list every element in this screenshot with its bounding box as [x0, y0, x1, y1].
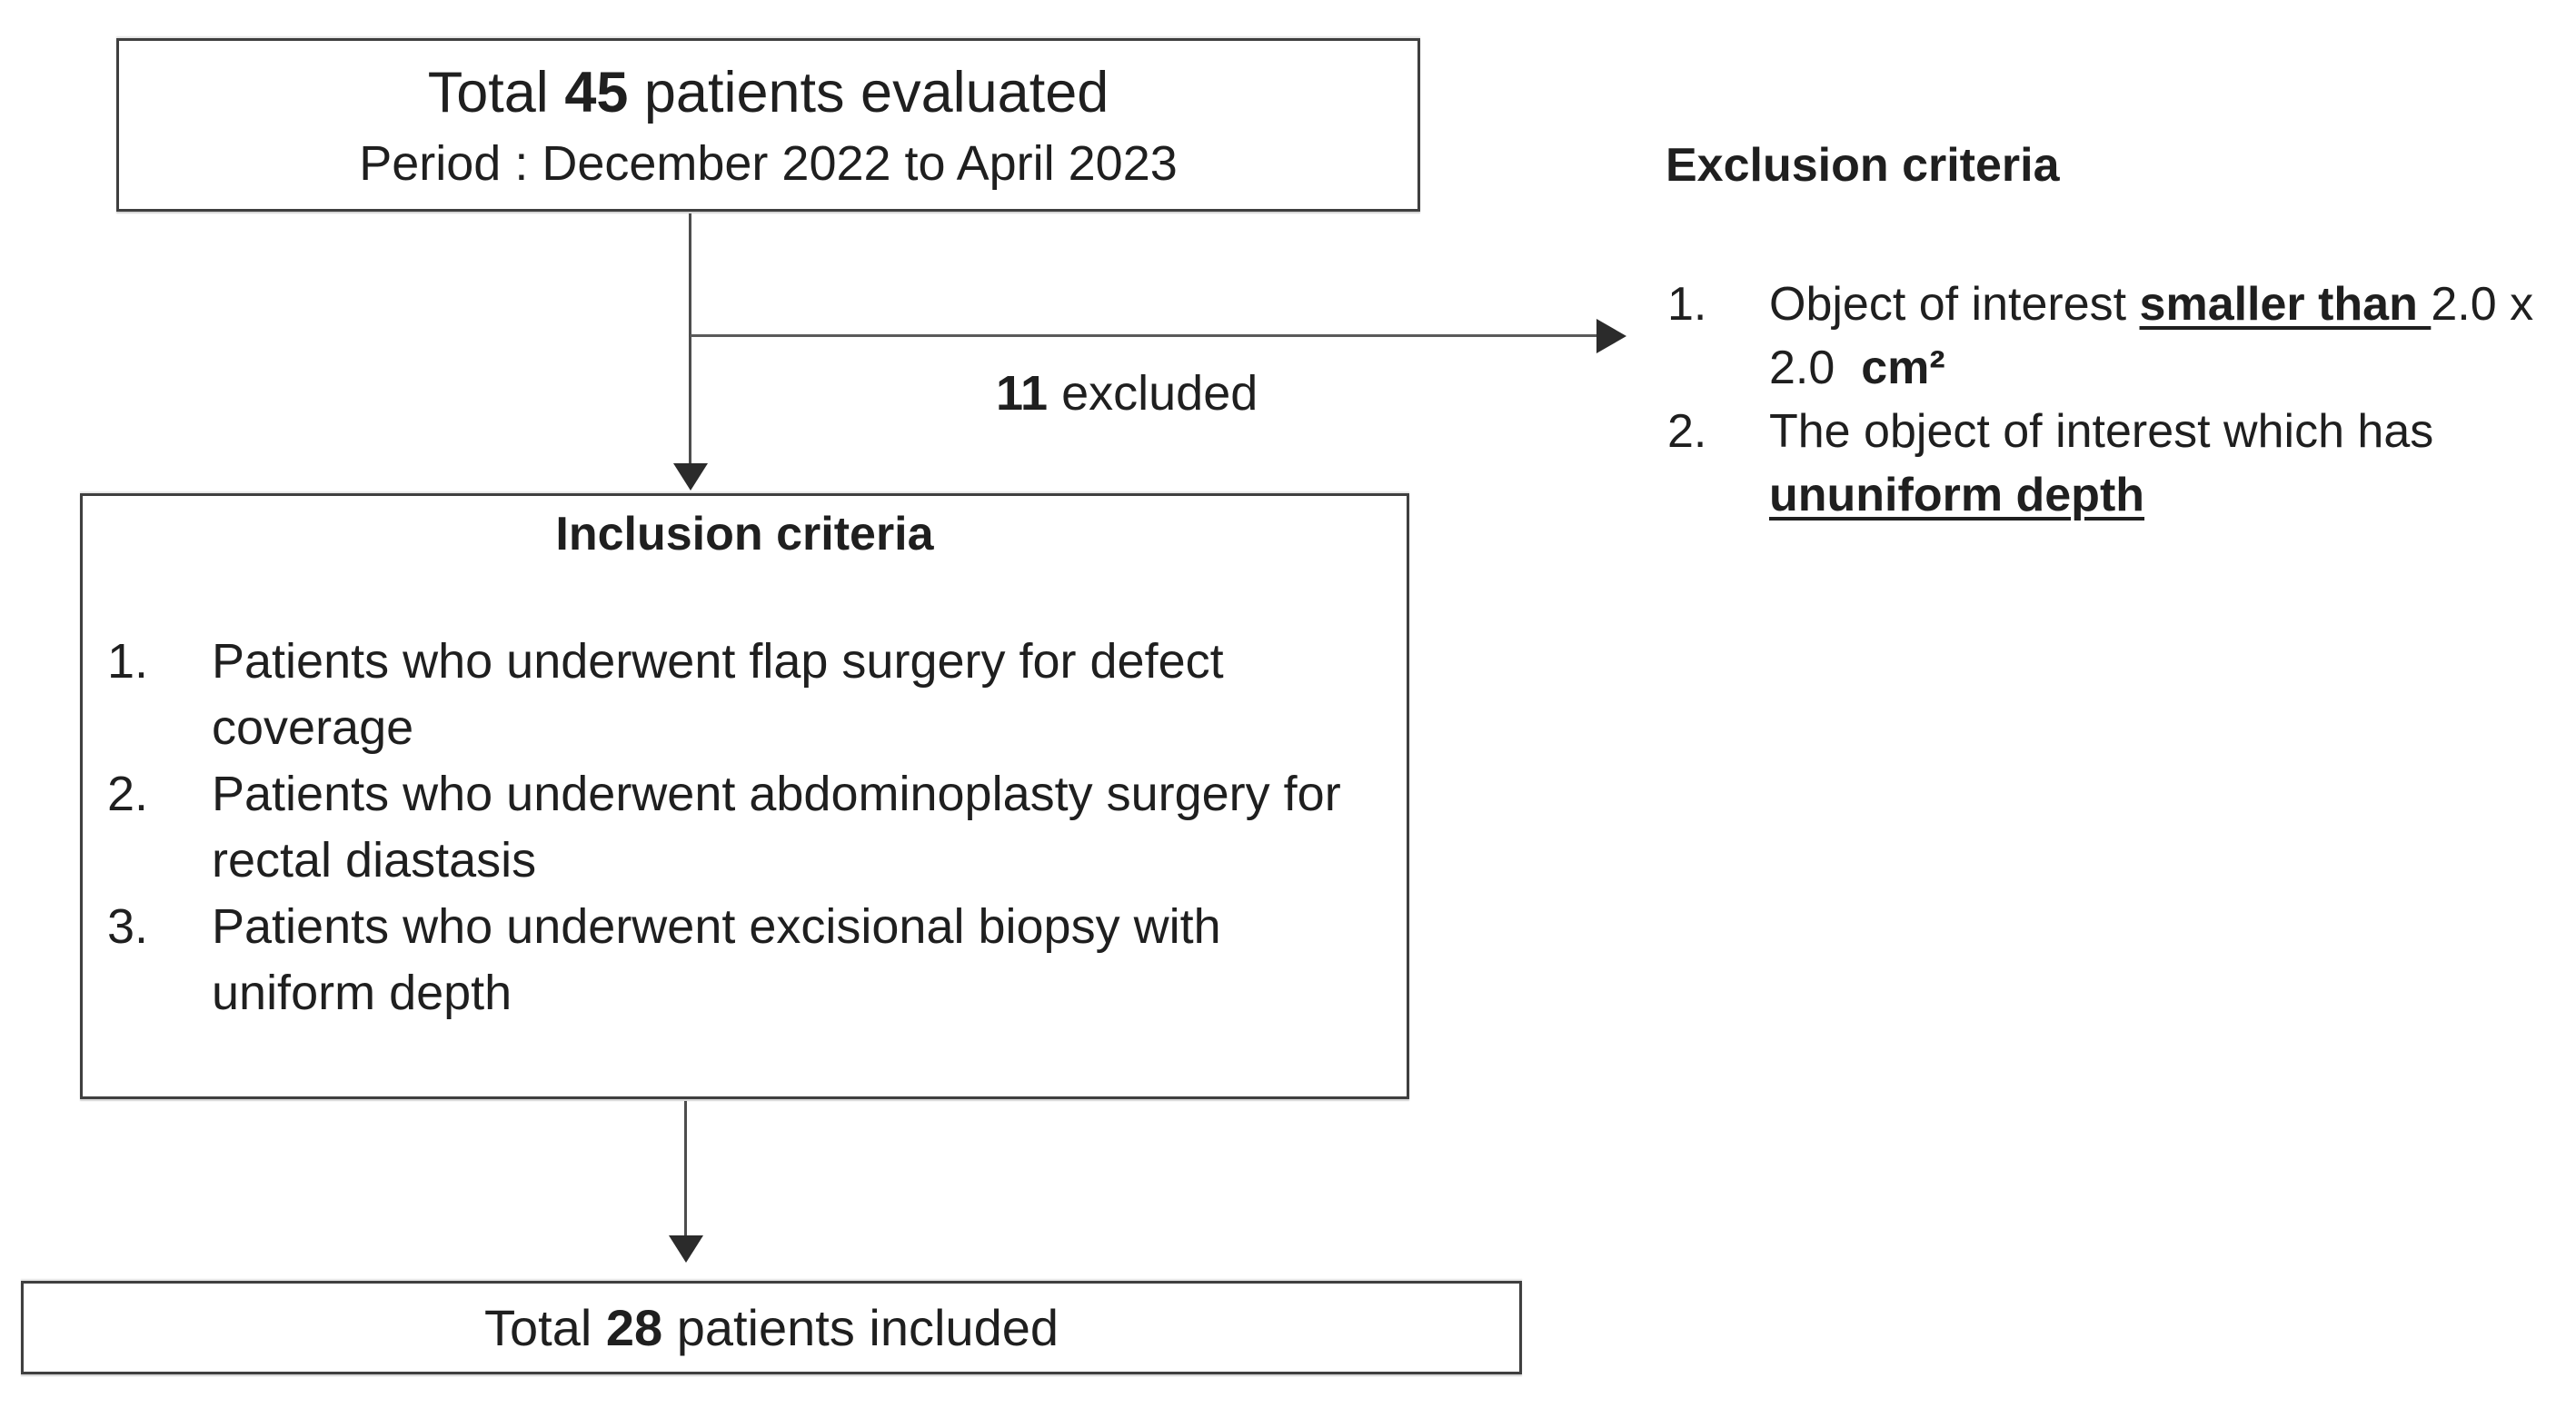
arrow-branch-to-exclusion-line: [691, 334, 1597, 337]
exclusion-item-1-line-2: 2.0 cm²: [1769, 342, 1945, 394]
excluded-suffix: excluded: [1048, 366, 1258, 421]
inclusion-criteria-list: 1. Patients who underwent flap surgery f…: [107, 629, 1341, 1026]
inclusion-item-2-number: 2.: [107, 767, 149, 821]
exclusion-item-1-line-1: Object of interest smaller than 2.0 x: [1769, 278, 2534, 331]
exclusion-item-1: 1. Object of interest smaller than 2.0 x…: [1667, 273, 2533, 400]
inclusion-item-1: 1. Patients who underwent flap surgery f…: [107, 629, 1341, 761]
study-period: Period : December 2022 to April 2023: [359, 135, 1178, 191]
exclusion-criteria-list: 1. Object of interest smaller than 2.0 x…: [1667, 273, 2533, 527]
excluded-count: 11: [996, 366, 1049, 421]
inclusion-item-3: 3. Patients who underwent excisional bio…: [107, 894, 1341, 1026]
evaluated-count: 45: [564, 60, 629, 124]
exclusion-item-1-text: Object of interest smaller than 2.0 x 2.…: [1769, 273, 2533, 400]
arrow-down-icon: [673, 463, 708, 491]
exclusion-item-2: 2. The object of interest which has unun…: [1667, 400, 2533, 527]
total-evaluated-box: Total 45 patients evaluated Period : Dec…: [116, 38, 1420, 212]
total-included-box: Total 28 patients included: [21, 1281, 1522, 1374]
title-prefix: Total: [427, 60, 565, 124]
included-count: 28: [605, 1299, 663, 1356]
inclusion-item-1-line-1: Patients who underwent flap surgery for …: [212, 634, 1224, 689]
inclusion-criteria-heading: Inclusion criteria: [555, 508, 934, 560]
excluded-count-label: 11 excluded: [996, 365, 1258, 421]
inclusion-item-1-number: 1.: [107, 634, 149, 689]
inclusion-item-2: 2. Patients who underwent abdominoplasty…: [107, 761, 1341, 894]
included-prefix: Total: [483, 1299, 606, 1356]
arrow-right-icon: [1596, 319, 1626, 353]
total-included-title: Total 28 patients included: [484, 1298, 1059, 1357]
inclusion-item-1-line-2: coverage: [212, 700, 414, 755]
exclusion-item-1-number: 1.: [1667, 278, 1707, 331]
inclusion-item-3-line-1: Patients who underwent excisional biopsy…: [212, 899, 1221, 954]
exclusion-item-2-text: The object of interest which has ununifo…: [1769, 400, 2433, 527]
exclusion-item-2-line-2: ununiform depth: [1769, 469, 2145, 521]
inclusion-item-3-number: 3.: [107, 899, 149, 954]
exclusion-item-2-number: 2.: [1667, 405, 1707, 458]
included-suffix: patients included: [662, 1299, 1059, 1356]
exclusion-criteria-heading: Exclusion criteria: [1666, 139, 2060, 192]
title-suffix: patients evaluated: [628, 60, 1109, 124]
inclusion-item-3-line-2: uniform depth: [212, 966, 512, 1020]
exclusion-item-2-line-1: The object of interest which has: [1769, 405, 2434, 458]
inclusion-item-3-text: Patients who underwent excisional biopsy…: [212, 894, 1221, 1026]
inclusion-item-2-line-1: Patients who underwent abdominoplasty su…: [212, 767, 1341, 821]
inclusion-item-2-line-2: rectal diastasis: [212, 833, 537, 887]
arrow-inclusion-to-included-line: [684, 1101, 687, 1237]
arrow-evaluated-to-inclusion-line: [689, 213, 691, 465]
inclusion-criteria-box: Inclusion criteria 1. Patients who under…: [80, 493, 1409, 1099]
total-evaluated-title: Total 45 patients evaluated: [428, 59, 1109, 126]
arrow-down-icon: [669, 1235, 703, 1263]
inclusion-item-1-text: Patients who underwent flap surgery for …: [212, 629, 1224, 761]
inclusion-item-2-text: Patients who underwent abdominoplasty su…: [212, 761, 1341, 894]
